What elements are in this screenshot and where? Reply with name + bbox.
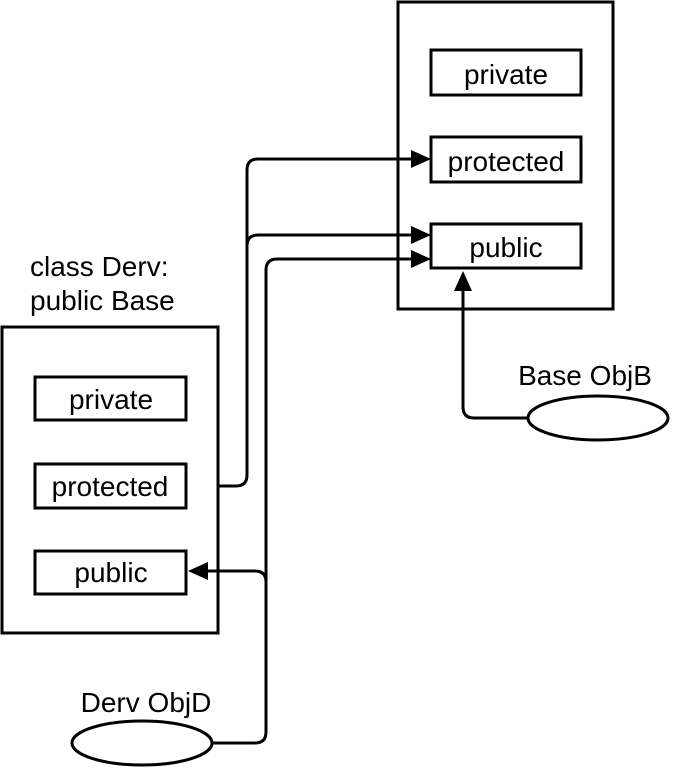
base-public-arrowhead-lower [411,250,431,268]
derived-protected-to-base-public-connector [245,233,415,248]
derived-object-ellipse [70,719,214,767]
derived-class-title-line1: class Derv: [30,251,168,282]
derived-protected-label: protected [52,471,169,502]
base-protected-label: protected [448,146,565,177]
derived-public-arrowhead [188,562,208,580]
derived-public-label: public [74,557,147,588]
base-private-label: private [464,59,548,90]
derived-class-title-line2: public Base [30,285,175,316]
base-object-to-base-public-connector [461,288,530,420]
base-public-arrowhead-upper [411,226,431,244]
base-public-label: public [469,232,542,263]
derived-private-label: private [69,384,153,415]
derived-public-box [33,549,188,596]
derived-protected-to-base-protected-connector [217,157,415,488]
derived-object-to-derived-public-connector [204,569,268,584]
base-object-label: Base ObjB [518,360,652,391]
base-public-arrowhead-bottom [454,271,472,291]
base-private-box [429,48,583,97]
derived-private-box [33,375,188,422]
base-public-box [429,222,583,270]
base-object-ellipse [526,394,670,442]
derived-object-label: Derv ObjD [81,687,212,718]
derived-object-to-base-public-connector [210,257,415,745]
base-protected-arrowhead [411,150,431,168]
derived-protected-box [33,462,188,510]
base-protected-box [429,135,583,184]
